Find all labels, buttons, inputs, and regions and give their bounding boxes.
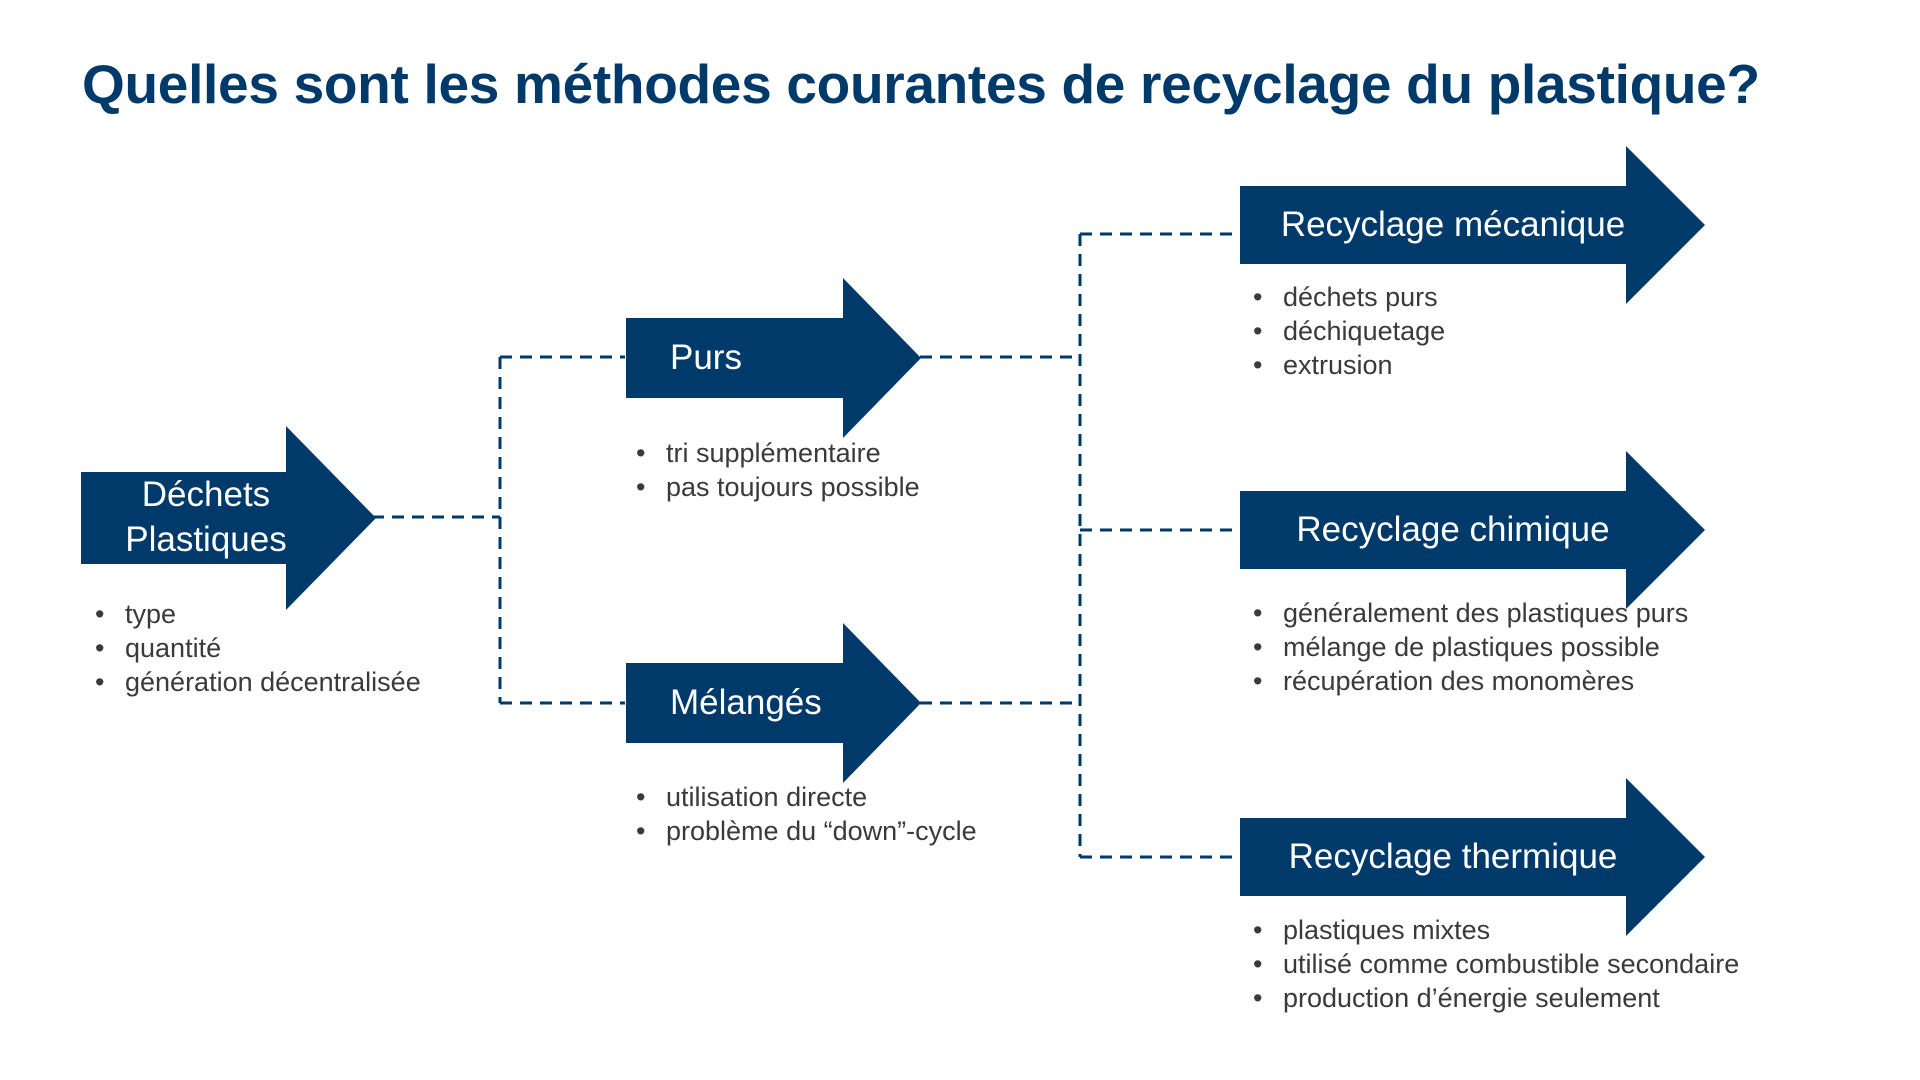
bullet-item: plastiques mixtes (1253, 913, 1739, 947)
label-chimique: Recyclage chimique (1296, 509, 1610, 549)
arrow-label: Recyclage chimique (1240, 451, 1666, 609)
bullets-melanges: utilisation directe problème du “down”-c… (636, 780, 977, 848)
arrow-label: Recyclage mécanique (1240, 146, 1666, 304)
bullet-item: problème du “down”-cycle (636, 814, 977, 848)
arrow-recyclage-thermique: Recyclage thermique (1240, 778, 1705, 936)
page-title: Quelles sont les méthodes courantes de r… (82, 53, 1760, 115)
arrow-label: Purs (670, 278, 870, 438)
bullet-item: mélange de plastiques possible (1253, 630, 1688, 664)
bullet-item: tri supplémentaire (636, 436, 920, 470)
label-melanges: Mélangés (670, 682, 822, 722)
bullet-item: type (95, 597, 421, 631)
bullets-mecanique: déchets purs déchiquetage extrusion (1253, 280, 1445, 382)
bullet-item: production d’énergie seulement (1253, 981, 1739, 1015)
bullet-item: extrusion (1253, 348, 1445, 382)
arrow-shape (1240, 451, 1705, 609)
bullet-item: quantité (95, 631, 421, 665)
arrow-shape (1240, 146, 1705, 304)
label-thermique: Recyclage thermique (1288, 836, 1618, 876)
arrow-shape (626, 278, 921, 438)
arrow-melanges: Mélangés (626, 623, 921, 783)
bullet-item: pas toujours possible (636, 470, 920, 504)
bullet-item: utilisé comme combustible secondaire (1253, 947, 1739, 981)
arrow-shape (626, 623, 921, 783)
bullets-chimique: généralement des plastiques purs mélange… (1253, 596, 1688, 698)
bullet-item: déchiquetage (1253, 314, 1445, 348)
bullet-item: utilisation directe (636, 780, 977, 814)
bullets-dechets: type quantité génération décentralisée (95, 597, 421, 699)
arrow-label: Mélangés (670, 623, 870, 783)
label-purs: Purs (670, 337, 742, 377)
label-line1: Déchets (141, 475, 271, 515)
bullet-item: généralement des plastiques purs (1253, 596, 1688, 630)
bullets-purs: tri supplémentaire pas toujours possible (636, 436, 920, 504)
arrow-shape (81, 426, 376, 610)
arrow-purs: Purs (626, 278, 921, 438)
arrow-label: Recyclage thermique (1240, 778, 1666, 936)
bullet-item: génération décentralisée (95, 665, 421, 699)
bullet-item: déchets purs (1253, 280, 1445, 314)
label-mecanique: Recyclage mécanique (1280, 204, 1626, 244)
label-line2: Plastiques (125, 520, 287, 559)
arrow-shape (1240, 778, 1705, 936)
bullet-item: récupération des monomères (1253, 664, 1688, 698)
arrow-recyclage-mecanique: Recyclage mécanique (1240, 146, 1705, 304)
bullets-thermique: plastiques mixtes utilisé comme combusti… (1253, 913, 1739, 1015)
arrow-recyclage-chimique: Recyclage chimique (1240, 451, 1705, 609)
